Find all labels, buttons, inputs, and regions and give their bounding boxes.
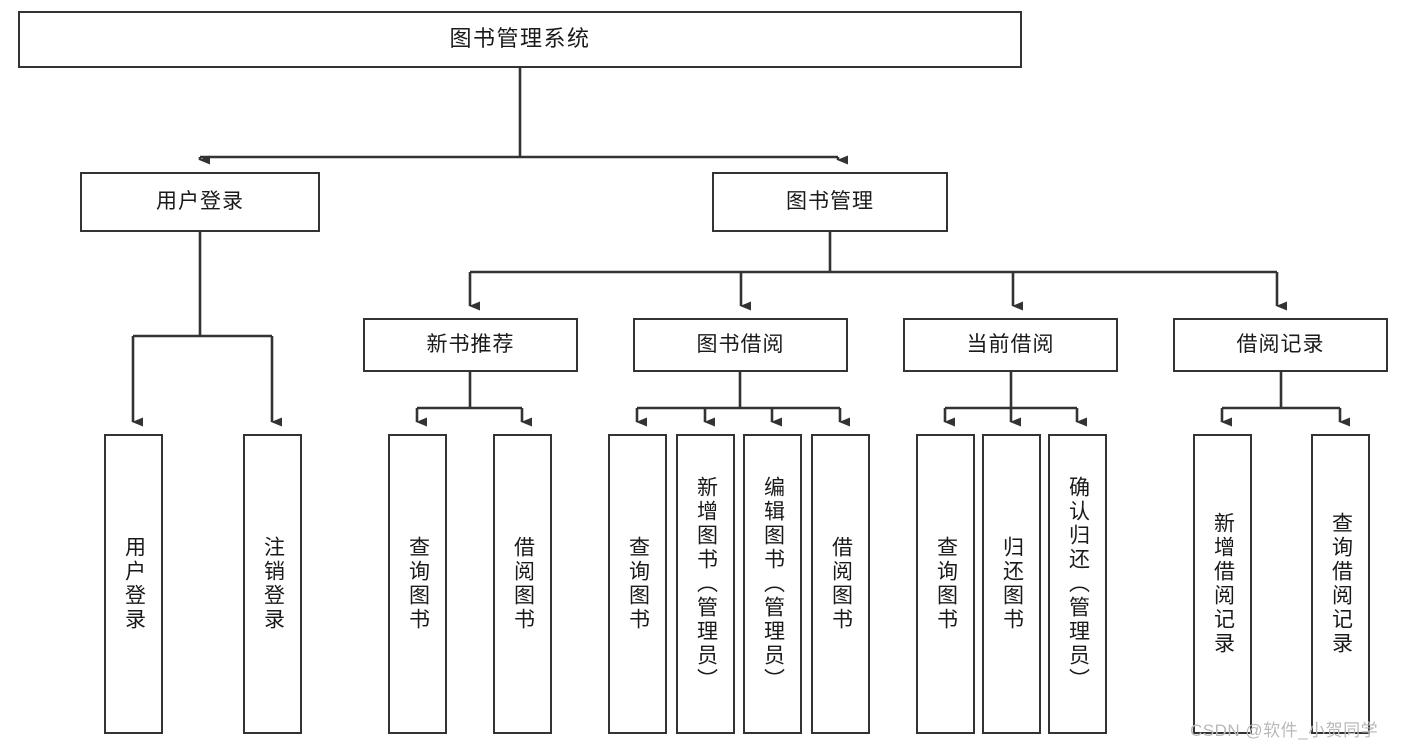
node-label: 借阅图书 (511, 536, 535, 632)
node-label: 用户登录 (156, 190, 244, 214)
leaf-book-borrow-edit[interactable]: 编辑图书（管理员） (743, 434, 802, 734)
node-label: 归还图书 (1000, 536, 1024, 632)
node-label: 借阅记录 (1236, 333, 1325, 357)
node-label: 查询借阅记录 (1329, 512, 1353, 656)
leaf-book-borrow-query[interactable]: 查询图书 (608, 434, 667, 734)
leaf-new-book-query[interactable]: 查询图书 (388, 434, 447, 734)
node-label: 查询图书 (406, 536, 430, 632)
node-root-system[interactable]: 图书管理系统 (18, 11, 1022, 68)
leaf-current-borrow-query[interactable]: 查询图书 (916, 434, 975, 734)
node-label: 新书推荐 (426, 333, 515, 357)
leaf-user-login-login[interactable]: 用户登录 (104, 434, 163, 734)
node-label: 借阅图书 (829, 536, 853, 632)
node-label: 用户登录 (122, 536, 146, 632)
node-label: 图书管理 (786, 190, 874, 214)
node-label: 确认归还（管理员） (1066, 476, 1090, 692)
node-user-login[interactable]: 用户登录 (80, 172, 320, 232)
leaf-user-login-logout[interactable]: 注销登录 (243, 434, 302, 734)
node-label: 新增借阅记录 (1211, 512, 1235, 656)
node-current-borrow[interactable]: 当前借阅 (903, 318, 1118, 372)
node-label: 编辑图书（管理员） (761, 476, 785, 692)
node-label: 图书管理系统 (449, 26, 591, 52)
node-book-management[interactable]: 图书管理 (712, 172, 948, 232)
leaf-borrow-record-add[interactable]: 新增借阅记录 (1193, 434, 1252, 734)
node-label: 当前借阅 (966, 333, 1055, 357)
node-new-book-recommend[interactable]: 新书推荐 (363, 318, 578, 372)
node-label: 注销登录 (261, 536, 285, 632)
leaf-book-borrow-lend[interactable]: 借阅图书 (811, 434, 870, 734)
leaf-borrow-record-query[interactable]: 查询借阅记录 (1311, 434, 1370, 734)
node-book-borrow[interactable]: 图书借阅 (633, 318, 848, 372)
csdn-watermark: CSDN @软件_小贺同学 (1190, 721, 1379, 740)
leaf-current-borrow-confirm-return[interactable]: 确认归还（管理员） (1048, 434, 1107, 734)
leaf-new-book-borrow[interactable]: 借阅图书 (493, 434, 552, 734)
node-label: 图书借阅 (696, 333, 785, 357)
node-label: 查询图书 (626, 536, 650, 632)
node-label: 查询图书 (934, 536, 958, 632)
node-borrow-record[interactable]: 借阅记录 (1173, 318, 1388, 372)
leaf-book-borrow-add[interactable]: 新增图书（管理员） (676, 434, 735, 734)
leaf-current-borrow-return[interactable]: 归还图书 (982, 434, 1041, 734)
node-label: 新增图书（管理员） (694, 476, 718, 692)
